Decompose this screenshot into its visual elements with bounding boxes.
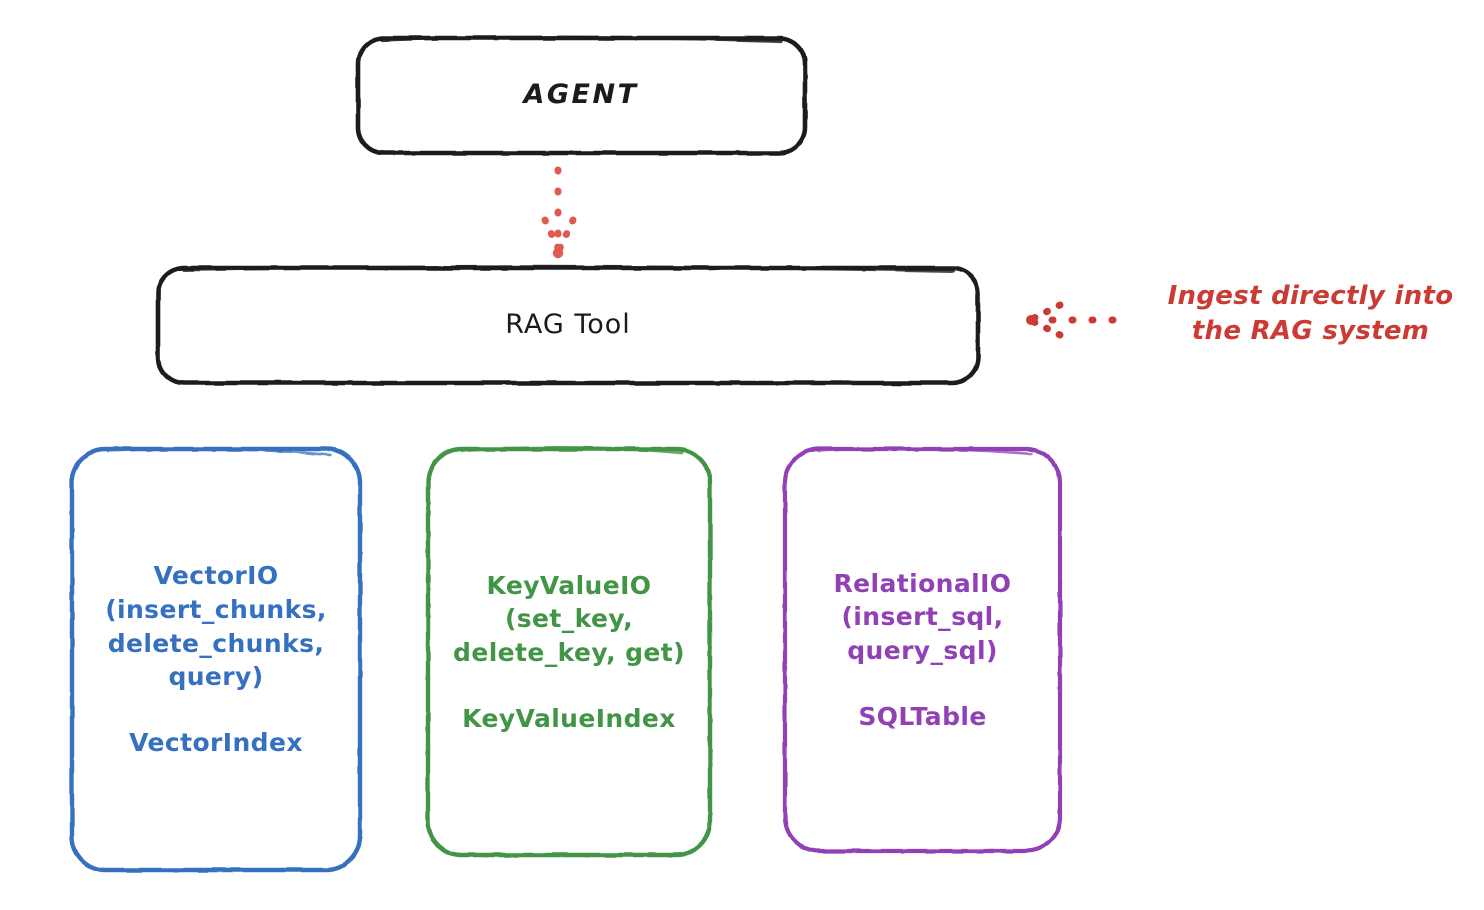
relationalio-node[interactable]: RelationalIO (insert_sql, query_sql) SQL… [783, 447, 1062, 853]
rag-tool-node[interactable]: RAG Tool [156, 266, 980, 385]
relationalio-box-outline [782, 446, 1063, 854]
keyvalueio-node[interactable]: KeyValueIO (set_key, delete_key, get) Ke… [426, 447, 712, 857]
agent-to-rag-arrow [541, 166, 577, 259]
rag-tool-label: RAG Tool [505, 309, 631, 341]
vectorio-label: VectorIO (insert_chunks, delete_chunks, … [105, 561, 327, 692]
ingest-to-rag-arrow [1026, 301, 1117, 339]
agent-node[interactable]: AGENT [356, 36, 806, 155]
agent-label: AGENT [523, 79, 639, 111]
keyvalueio-box-outline [425, 446, 713, 858]
relationalio-label: RelationalIO (insert_sql, query_sql) [833, 568, 1012, 666]
vectorio-box-outline [69, 446, 363, 873]
agent-box-outline [355, 35, 808, 156]
ingest-annotation-text: Ingest directly into the RAG system [1167, 281, 1454, 347]
vectorio-node[interactable]: VectorIO (insert_chunks, delete_chunks, … [70, 447, 362, 872]
keyvalueindex-label: KeyValueIndex [462, 703, 676, 733]
sqltable-label: SQLTable [858, 701, 987, 731]
keyvalueio-label: KeyValueIO (set_key, delete_key, get) [453, 570, 685, 668]
rag-tool-box-outline [155, 265, 981, 386]
vectorindex-label: VectorIndex [129, 728, 303, 758]
